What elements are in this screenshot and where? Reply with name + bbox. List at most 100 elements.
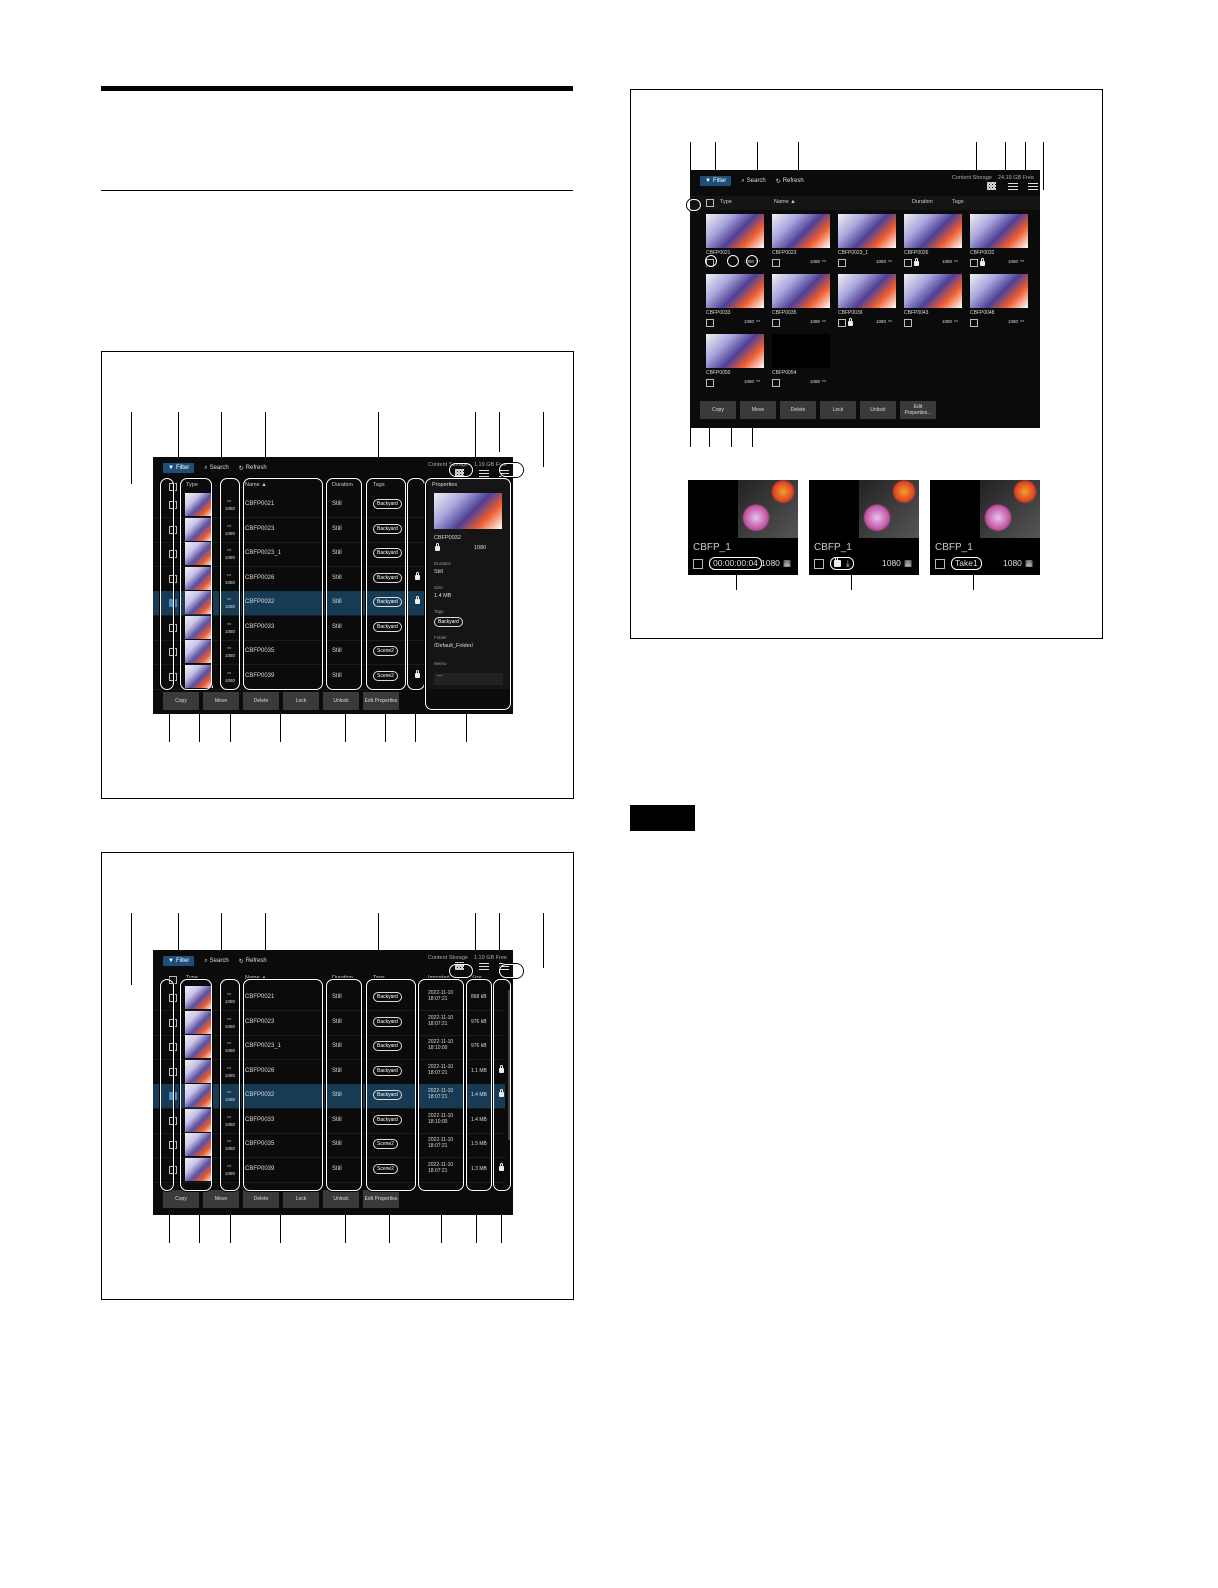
action-button[interactable]: Edit Properties [363, 1190, 399, 1208]
row-type: 1080 [225, 677, 236, 683]
action-button[interactable]: Lock [283, 692, 319, 710]
header-type[interactable]: Type [186, 482, 198, 488]
tile-checkbox[interactable] [772, 319, 780, 327]
refresh-button[interactable]: ↻Refresh [239, 958, 267, 965]
header-name[interactable]: Name ▲ [245, 482, 267, 488]
detail-view-icon[interactable] [1028, 182, 1038, 190]
tile-checkbox[interactable] [904, 319, 912, 327]
example-image [980, 480, 1040, 538]
select-all-checkbox[interactable] [706, 199, 714, 207]
header-size[interactable]: Size [471, 975, 482, 981]
tile-checkbox[interactable] [970, 259, 978, 267]
download-icon: ⤓ [846, 558, 850, 568]
action-button[interactable]: Copy [700, 401, 736, 419]
row-size: 1.4 MB [471, 1116, 487, 1123]
header-name[interactable]: Name ▲ [245, 975, 267, 981]
action-button[interactable]: Unlock [323, 1190, 359, 1208]
action-button[interactable]: Lock [820, 401, 856, 419]
tile-name: CBFP0048 [970, 310, 995, 316]
refresh-icon: ↻ [238, 465, 244, 472]
list-view-icon[interactable] [479, 962, 489, 970]
filter-button[interactable]: ▼Filter [700, 176, 732, 186]
grid-view-icon[interactable] [987, 182, 996, 190]
header-duration[interactable]: Duration [332, 482, 353, 488]
action-button[interactable]: Copy [163, 692, 199, 710]
filter-button[interactable]: ▼Filter [163, 956, 195, 966]
header-name[interactable]: Name ▲ [774, 199, 796, 205]
folder-label: Folder [434, 635, 447, 640]
header-duration[interactable]: Duration [912, 199, 933, 205]
search-button[interactable]: ⌕Search [741, 178, 765, 185]
row-thumbnail [185, 517, 213, 541]
tile-checkbox[interactable] [772, 259, 780, 267]
header-type[interactable]: Type [720, 199, 732, 205]
example-checkbox[interactable] [935, 559, 945, 569]
header-duration[interactable]: Duration [332, 975, 353, 981]
header-tags[interactable]: Tags [373, 482, 385, 488]
row-imported: 2022-11-10 18:07:21 [428, 1088, 454, 1100]
tile-name: CBFP0039 [838, 310, 863, 316]
action-button[interactable]: Delete [780, 401, 816, 419]
action-button[interactable]: Move [740, 401, 776, 419]
header-type[interactable]: Type [186, 975, 198, 981]
scrollbar[interactable] [508, 990, 510, 1140]
header-imported[interactable]: Imported [428, 975, 450, 981]
action-button[interactable]: Move [203, 1190, 239, 1208]
action-button[interactable]: Unlock [323, 692, 359, 710]
action-button[interactable]: Move [203, 692, 239, 710]
filter-button[interactable]: ▼Filter [163, 463, 195, 473]
action-button[interactable]: Delete [243, 692, 279, 710]
action-button[interactable]: Copy [163, 1190, 199, 1208]
still-icon: ▭ [888, 258, 893, 263]
tile-checkbox[interactable] [706, 319, 714, 327]
example-checkbox[interactable] [693, 559, 703, 569]
grid-view-icon[interactable] [455, 962, 464, 970]
tile-checkbox[interactable] [970, 319, 978, 327]
action-button[interactable]: Edit Properties... [900, 401, 936, 419]
action-button[interactable]: Delete [243, 1190, 279, 1208]
refresh-button[interactable]: ↻Refresh [239, 465, 267, 472]
list-view-icon[interactable] [479, 469, 489, 477]
refresh-button[interactable]: ↻Refresh [776, 178, 804, 185]
search-button[interactable]: ⌕Search [204, 958, 228, 965]
refresh-icon: ↻ [775, 178, 781, 185]
action-button[interactable]: Edit Properties [363, 692, 399, 710]
header-tags[interactable]: Tags [952, 199, 964, 205]
grid-view-icon[interactable] [455, 469, 464, 477]
tile-checkbox[interactable] [706, 379, 714, 387]
memo-value: --- [434, 673, 503, 685]
tile-checkbox[interactable] [838, 259, 846, 267]
action-button[interactable]: Unlock [860, 401, 896, 419]
search-icon: ⌕ [204, 957, 208, 964]
tile-checkbox[interactable] [904, 259, 912, 267]
search-button[interactable]: ⌕Search [204, 465, 228, 472]
list-view-icon[interactable] [1008, 182, 1018, 190]
example-checkbox[interactable] [814, 559, 824, 569]
tile-checkbox[interactable] [838, 319, 846, 327]
row-tag: Backyard [373, 597, 402, 607]
tile-checkbox[interactable] [772, 379, 780, 387]
action-button[interactable]: Lock [283, 1190, 319, 1208]
header-tags[interactable]: Tags [373, 975, 385, 981]
